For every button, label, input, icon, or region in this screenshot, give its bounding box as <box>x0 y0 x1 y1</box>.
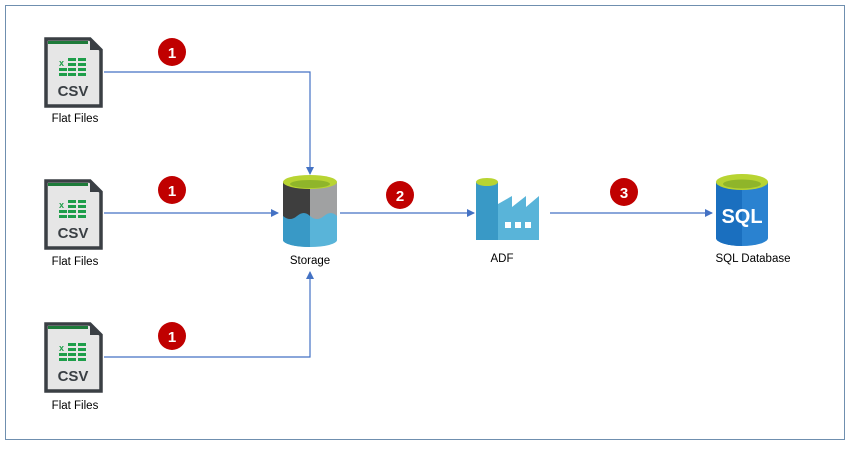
flat-files-label: Flat Files <box>52 400 99 412</box>
adf-node: ADF <box>476 178 539 265</box>
adf-label: ADF <box>491 253 514 265</box>
svg-text:3: 3 <box>620 185 628 202</box>
flat-file-node: CSV Flat Files <box>44 322 103 412</box>
step-badge: 1 <box>158 176 186 204</box>
sql-icon-text: SQL <box>721 206 762 228</box>
factory-icon <box>476 178 539 240</box>
csv-icon-text: CSV <box>58 368 89 385</box>
flat-files-label: Flat Files <box>52 113 99 125</box>
svg-text:1: 1 <box>168 45 176 62</box>
step-badge: 1 <box>158 38 186 66</box>
flat-files-label: Flat Files <box>52 256 99 268</box>
step-badge: 2 <box>386 181 414 209</box>
storage-label: Storage <box>290 255 330 267</box>
storage-cylinder-icon <box>283 175 337 247</box>
sql-database-icon: SQL <box>716 174 768 246</box>
diagram-border <box>5 5 845 440</box>
sql-database-label: SQL Database <box>715 253 790 265</box>
arrow-file3-to-storage <box>104 271 314 358</box>
svg-text:2: 2 <box>396 188 404 205</box>
csv-icon-text: CSV <box>58 83 89 100</box>
arrow-file1-to-storage <box>104 71 314 175</box>
svg-text:1: 1 <box>168 183 176 200</box>
storage-node: Storage <box>283 175 337 267</box>
sql-node: SQL SQL Database <box>715 174 791 265</box>
flat-file-node: CSV Flat Files <box>44 179 103 268</box>
step-badge: 1 <box>158 322 186 350</box>
step-badge: 3 <box>610 178 638 206</box>
csv-icon-text: CSV <box>58 225 89 242</box>
flat-file-node: CSV Flat Files <box>44 37 103 125</box>
svg-text:1: 1 <box>168 329 176 346</box>
